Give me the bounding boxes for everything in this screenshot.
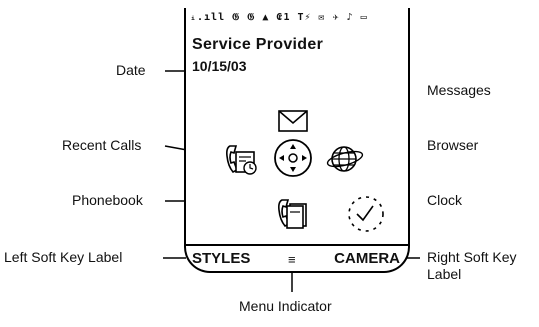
callout-left-soft-key: Left Soft Key Label bbox=[4, 249, 123, 265]
callout-recent-calls: Recent Calls bbox=[62, 137, 142, 153]
callout-messages: Messages bbox=[427, 82, 491, 98]
recent-calls-icon[interactable] bbox=[224, 142, 258, 176]
soft-key-divider bbox=[186, 244, 408, 246]
left-soft-key[interactable]: STYLES bbox=[192, 250, 251, 267]
phonebook-icon[interactable] bbox=[276, 196, 310, 230]
callout-right-soft-key-line2: Label bbox=[427, 266, 462, 282]
callout-phonebook: Phonebook bbox=[72, 192, 143, 208]
phone-screen: ᵢ.ıll 𝔊 𝔊 ▲ ₢1 T⚡ ✉ ✈ ♪ ▭ Service Provid… bbox=[184, 8, 410, 273]
menu-indicator[interactable]: ≡ bbox=[288, 252, 296, 267]
service-provider: Service Provider bbox=[192, 36, 324, 53]
status-bar: ᵢ.ıll 𝔊 𝔊 ▲ ₢1 T⚡ ✉ ✈ ♪ ▭ bbox=[190, 12, 368, 23]
callout-date: Date bbox=[116, 62, 146, 78]
clock-icon[interactable] bbox=[346, 194, 386, 234]
callout-right-soft-key-line1: Right Soft Key bbox=[427, 249, 517, 265]
date-display: 10/15/03 bbox=[192, 58, 247, 74]
callout-menu-indicator: Menu Indicator bbox=[239, 298, 332, 314]
envelope-icon[interactable] bbox=[278, 110, 308, 132]
right-soft-key[interactable]: CAMERA bbox=[334, 250, 400, 267]
callout-browser: Browser bbox=[427, 137, 479, 153]
callout-clock: Clock bbox=[427, 192, 463, 208]
browser-globe-icon[interactable] bbox=[326, 144, 364, 174]
nav-key-icon[interactable] bbox=[273, 138, 313, 178]
